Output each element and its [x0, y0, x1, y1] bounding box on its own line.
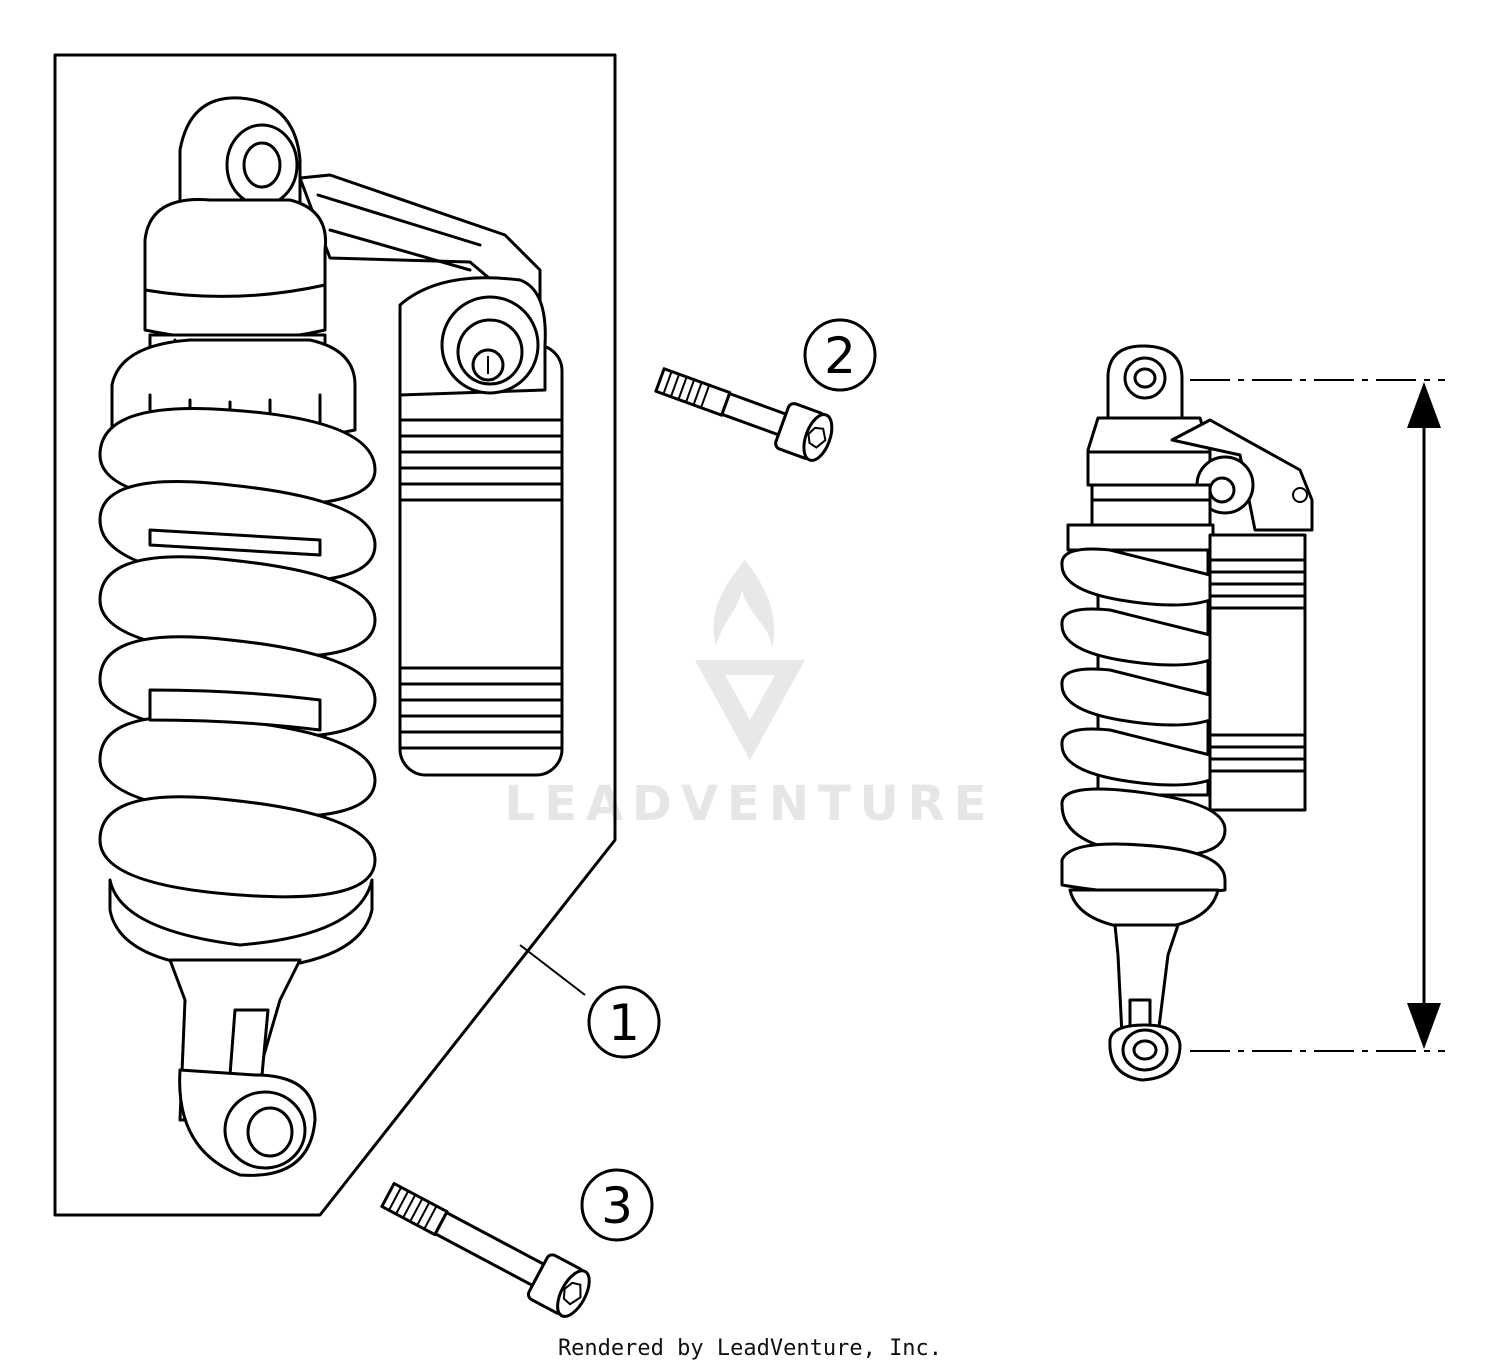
watermark-text: LEADVENTURE — [505, 776, 996, 832]
length-dimension — [1190, 379, 1445, 1052]
group-frame — [53, 53, 617, 1217]
leader-line-1 — [519, 944, 586, 996]
dimension-arrow-up — [1407, 382, 1441, 428]
bolt-bottom — [380, 1182, 591, 1318]
bolt-top — [654, 367, 834, 462]
callout-number: 1 — [608, 994, 640, 1052]
watermark-logo — [695, 560, 805, 760]
callout-1: 1 — [587, 985, 661, 1059]
callout-number: 2 — [824, 327, 856, 385]
callout-2: 2 — [803, 318, 877, 392]
watermark: LEADVENTURE — [505, 560, 996, 832]
dimension-arrow-down — [1407, 1003, 1441, 1049]
footer-credit: Rendered by LeadVenture, Inc. — [557, 1336, 943, 1361]
callout-3: 3 — [580, 1168, 654, 1242]
shock-absorber-large — [98, 96, 564, 1177]
shock-absorber-small — [1060, 344, 1314, 1082]
callout-number: 3 — [601, 1177, 633, 1235]
